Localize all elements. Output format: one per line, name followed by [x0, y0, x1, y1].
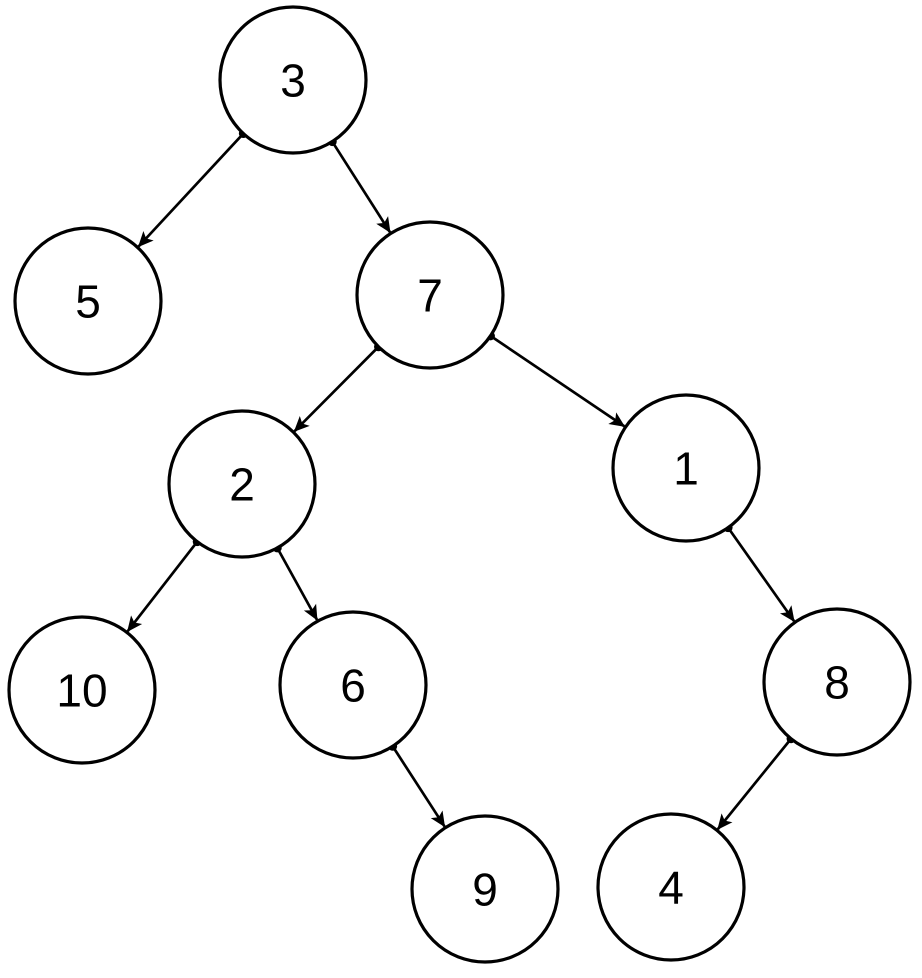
tree-edge-1-to-8 [726, 526, 796, 622]
tree-edge-2-to-6 [276, 547, 319, 621]
node-circle-3 [218, 5, 368, 155]
node-circle-5 [13, 226, 163, 376]
node-label-6: 6 [340, 660, 366, 712]
tree-edge-8-to-4 [716, 737, 793, 830]
tree-node-3: 3 [218, 5, 368, 155]
tree-node-4: 4 [596, 812, 746, 962]
node-circle-2 [167, 409, 317, 559]
tree-edge-7-to-2 [293, 345, 380, 433]
tree-node-2: 2 [167, 409, 317, 559]
node-circle-9 [410, 814, 560, 964]
node-circle-1 [611, 393, 761, 543]
tree-edge-6-to-9 [391, 745, 446, 828]
node-label-10: 10 [56, 665, 107, 717]
nodes-layer: 3 5 7 2 1 10 6 8 9 4 [7, 5, 912, 964]
node-circle-6 [278, 610, 428, 760]
tree-node-1: 1 [611, 393, 761, 543]
tree-node-5: 5 [13, 226, 163, 376]
tree-edge-7-to-1 [489, 334, 626, 428]
node-label-2: 2 [229, 459, 255, 511]
node-label-3: 3 [280, 55, 306, 107]
node-label-7: 7 [417, 270, 443, 322]
node-label-9: 9 [472, 864, 498, 916]
node-circle-8 [762, 607, 912, 757]
node-label-4: 4 [658, 862, 684, 914]
tree-node-6: 6 [278, 610, 428, 760]
node-label-1: 1 [673, 443, 699, 495]
tree-node-8: 8 [762, 607, 912, 757]
node-circle-4 [596, 812, 746, 962]
node-circle-10 [7, 615, 157, 765]
tree-edge-2-to-10 [126, 540, 199, 632]
tree-edge-3-to-7 [331, 140, 392, 234]
node-label-5: 5 [75, 276, 101, 328]
tree-node-9: 9 [410, 814, 560, 964]
node-label-8: 8 [824, 657, 850, 709]
tree-node-7: 7 [355, 220, 505, 370]
tree-edge-3-to-5 [137, 132, 245, 248]
node-circle-7 [355, 220, 505, 370]
tree-node-10: 10 [7, 615, 157, 765]
